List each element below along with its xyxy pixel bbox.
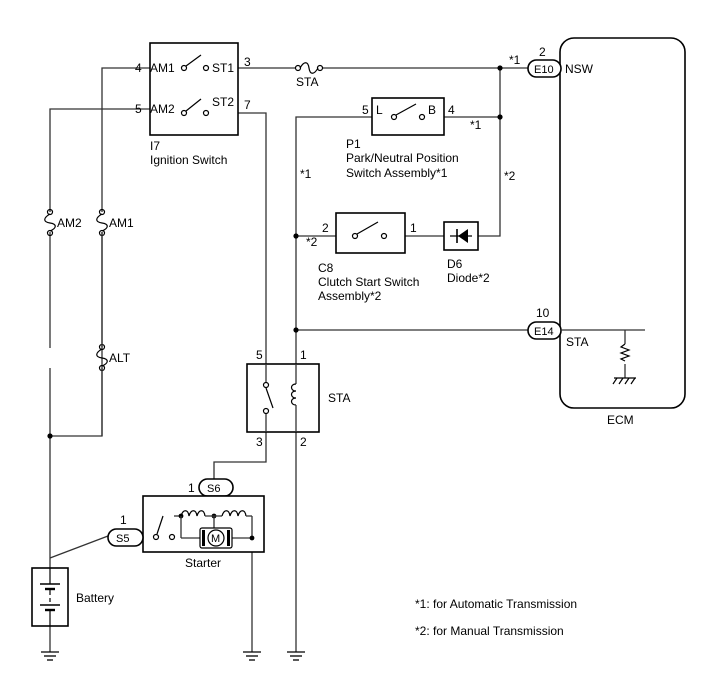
connector-e14-id: E14 [534, 326, 554, 338]
battery-label: Battery [76, 591, 114, 605]
legend-notes: *1: for Automatic Transmission *2: for M… [415, 597, 577, 638]
fuse-am2: AM2 [44, 208, 82, 237]
connector-e10-pin: 2 [539, 45, 546, 59]
sta-relay: 5 1 3 2 STA [246, 348, 350, 449]
ground-relay-icon [287, 651, 305, 661]
mark-clutch: *2 [306, 235, 318, 249]
pnp-pin-b: 4 [448, 103, 455, 117]
connector-s6-id: S6 [207, 483, 220, 495]
connector-e10 [527, 59, 562, 78]
option-marks: *1 *1 *2 *1 *2 [300, 53, 521, 249]
note-automatic: *1: for Automatic Transmission [415, 597, 577, 611]
ecm-signal-nsw: NSW [565, 62, 594, 76]
ecm: E10 2 NSW E14 10 STA ECM [527, 37, 686, 427]
relay-pin-1: 1 [300, 348, 307, 362]
ignition-label-am1: AM1 [150, 61, 175, 75]
fuse-am1: AM1 [96, 208, 134, 237]
fuse-sta: STA [294, 62, 324, 89]
relay-coil-icon [290, 383, 297, 406]
relay-pin-3: 3 [256, 435, 263, 449]
mark-pnp-b: *1 [470, 118, 482, 132]
fuse-am1-label: AM1 [109, 216, 134, 230]
connector-s5-pin: 1 [120, 513, 127, 527]
ignition-pin-am2: 5 [135, 102, 142, 116]
park-neutral-switch: 5 L B 4 P1 Park/Neutral Position Switch … [346, 97, 459, 180]
clutch-pin-left: 2 [322, 221, 329, 235]
ignition-switch: 4 AM1 ST1 3 5 AM2 ST2 7 I7 Ignition Swit… [135, 42, 251, 167]
clutch-name-line2: Assembly*2 [318, 289, 382, 303]
relay-pin-5: 5 [256, 348, 263, 362]
ignition-pin-st2: 7 [244, 98, 251, 112]
connector-s6: S6 1 [188, 478, 234, 497]
starter-coil-2-icon [221, 510, 247, 517]
starter-motor-label: M [211, 533, 220, 545]
starter: M Starter [142, 495, 265, 570]
ignition-label-st2: ST2 [212, 95, 234, 109]
note-manual: *2: for Manual Transmission [415, 624, 564, 638]
ignition-label-am2: AM2 [150, 102, 175, 116]
ground-battery-icon [41, 651, 59, 661]
connector-e14-pin: 10 [536, 306, 550, 320]
pnp-pin-l: 5 [362, 103, 369, 117]
ignition-pin-am1: 4 [135, 61, 142, 75]
clutch-name-line1: Clutch Start Switch [318, 275, 419, 289]
connector-s5: S5 1 [107, 513, 144, 547]
pnp-id: P1 [346, 137, 361, 151]
ignition-pin-st1: 3 [244, 55, 251, 69]
mark-nsw: *1 [509, 53, 521, 67]
battery: Battery [31, 567, 114, 627]
connector-s5-id: S5 [116, 533, 129, 545]
pnp-name-line2: Switch Assembly*1 [346, 166, 448, 180]
relay-pin-2: 2 [300, 435, 307, 449]
wires [49, 67, 528, 652]
ecm-chassis-ground-icon [612, 377, 636, 385]
fuse-am2-label: AM2 [57, 216, 82, 230]
fuse-sta-label: STA [296, 75, 318, 89]
ground-starter-icon [243, 651, 261, 661]
starter-coil-1-icon [180, 510, 206, 517]
ignition-id: I7 [150, 139, 160, 153]
fuse-alt-label: ALT [109, 351, 131, 365]
ecm-resistor-icon [619, 343, 631, 362]
ignition-label-st1: ST1 [212, 61, 234, 75]
connector-s6-pin: 1 [188, 481, 195, 495]
ecm-signal-sta: STA [566, 335, 588, 349]
diode: D6 Diode*2 [443, 221, 490, 285]
pnp-term-l: L [376, 103, 383, 117]
starter-label: Starter [185, 556, 221, 570]
ecm-label: ECM [607, 413, 634, 427]
clutch-pin-right: 1 [410, 221, 417, 235]
mark-pnp-l: *1 [300, 167, 312, 181]
mark-diode-wire: *2 [504, 169, 516, 183]
pnp-name-line1: Park/Neutral Position [346, 151, 459, 165]
connector-e10-id: E10 [534, 64, 554, 76]
starter-motor-icon: M [199, 527, 233, 549]
relay-label: STA [328, 391, 350, 405]
diode-id: D6 [447, 257, 463, 271]
battery-cell-icon [40, 568, 60, 626]
pnp-term-b: B [428, 103, 436, 117]
clutch-id: C8 [318, 261, 334, 275]
ignition-name: Ignition Switch [150, 153, 227, 167]
clutch-start-switch: 2 1 C8 Clutch Start Switch Assembly*2 [318, 212, 419, 303]
diode-name: Diode*2 [447, 271, 490, 285]
